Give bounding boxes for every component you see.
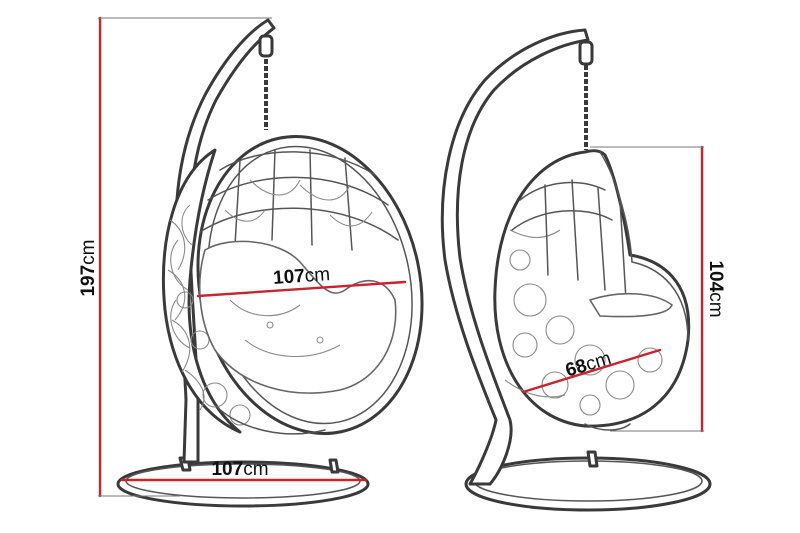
- side-chain-spring: [578, 40, 594, 66]
- side-cushion: [588, 292, 673, 318]
- front-basket-shell: [161, 148, 242, 434]
- front-cushion: [198, 240, 397, 394]
- side-basket-shell: [493, 149, 691, 428]
- front-view-chair: [116, 18, 424, 508]
- base-diameter-label: 107cm: [211, 459, 268, 480]
- side-basket-bottom-pad: [584, 423, 631, 431]
- side-basket-weave: [504, 229, 663, 416]
- side-base-stub: [586, 450, 599, 468]
- front-chain-spring: [258, 34, 274, 58]
- seat-width-label: 107cm: [272, 264, 330, 289]
- side-stand-pole: [440, 28, 590, 486]
- side-back-ribs: [511, 179, 627, 301]
- front-back-ribs: [199, 149, 399, 251]
- front-base-stub-2: [328, 458, 340, 474]
- side-basket-rim: [599, 151, 689, 341]
- front-basket-bottom: [214, 404, 326, 435]
- seat-height-label: 104cm: [705, 260, 726, 317]
- side-view-chair: [440, 28, 712, 512]
- total-height-label: 197cm: [78, 239, 99, 296]
- front-basket-weave: [167, 204, 251, 426]
- dimension-lines: [98, 16, 704, 498]
- seat-width-line: [196, 280, 407, 298]
- seat-depth-line: [521, 348, 662, 394]
